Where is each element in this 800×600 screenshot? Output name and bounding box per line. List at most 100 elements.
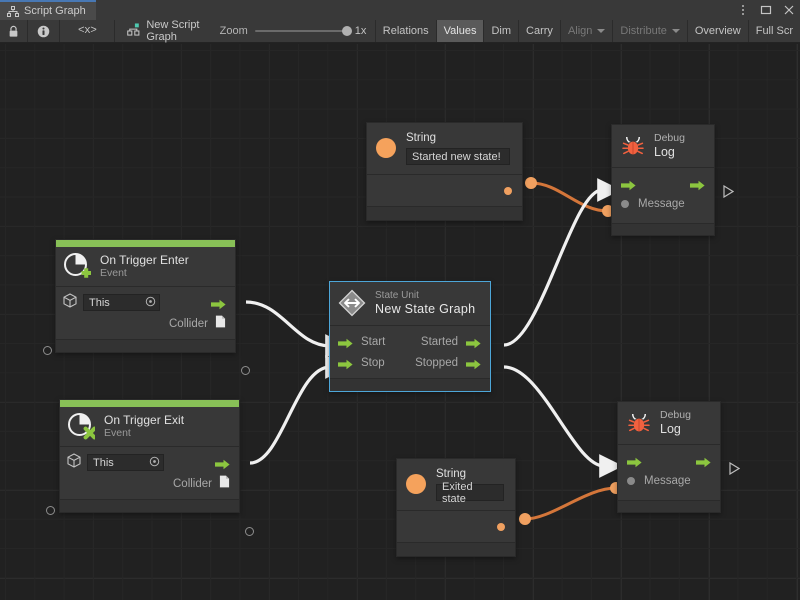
zoom-value: 1x	[354, 25, 367, 37]
edge-trigger-enter-to-state-start	[245, 300, 350, 358]
collider-doc-icon[interactable]	[219, 475, 230, 493]
event-enter-icon	[63, 252, 91, 280]
target-object-value: This	[89, 296, 110, 309]
flow-arrow-out-icon[interactable]	[696, 455, 711, 467]
node-header[interactable]: On Trigger Enter Event	[56, 247, 235, 287]
node-debug-log-bottom[interactable]: Debug Log Message	[617, 401, 721, 513]
trigger-exit-collider-output-port[interactable]	[245, 527, 254, 536]
close-icon[interactable]	[782, 3, 796, 17]
flow-row	[627, 453, 711, 467]
lock-button[interactable]	[0, 20, 28, 42]
target-object-field[interactable]: This	[83, 294, 160, 311]
string-value-field[interactable]: Started new state!	[406, 148, 510, 165]
node-kind-label: State Unit	[375, 289, 419, 301]
flow-arrow-out-icon[interactable]	[690, 178, 705, 190]
tool-overview[interactable]: Overview	[686, 20, 748, 42]
node-header[interactable]: String Exited state	[397, 459, 515, 511]
edge-endpoint-dot	[519, 513, 531, 525]
tool-fullscreen[interactable]: Full Scr	[747, 20, 800, 42]
kebab-menu-icon[interactable]	[736, 3, 750, 17]
tool-dim[interactable]: Dim	[483, 20, 518, 42]
zoom-slider[interactable]	[254, 26, 352, 36]
tool-align[interactable]: Align	[559, 20, 612, 42]
target-object-value: This	[93, 456, 114, 469]
tool-values[interactable]: Values	[435, 20, 484, 42]
graph-name-display[interactable]: New Script Graph	[115, 19, 211, 43]
message-input-port[interactable]	[621, 200, 629, 208]
event-exit-icon	[67, 412, 97, 440]
node-debug-log-top[interactable]: Debug Log	[611, 124, 715, 236]
trigger-enter-collider-output-port[interactable]	[241, 366, 250, 375]
message-row: Message	[621, 194, 705, 214]
node-on-trigger-exit[interactable]: On Trigger Exit Event This	[59, 399, 240, 513]
node-header[interactable]: On Trigger Exit Event	[60, 407, 239, 447]
object-picker-icon[interactable]	[145, 296, 156, 310]
node-string-top[interactable]: String Started new state!	[366, 122, 523, 221]
bug-icon	[621, 134, 645, 158]
flow-arrow-in-icon[interactable]	[627, 455, 642, 467]
gameobject-icon	[63, 292, 77, 313]
tool-values-label: Values	[443, 25, 477, 37]
collider-doc-icon[interactable]	[215, 315, 226, 333]
flow-arrow-out-icon[interactable]	[466, 336, 481, 349]
node-subtitle: Event	[100, 266, 127, 279]
tool-relations[interactable]: Relations	[374, 20, 436, 42]
node-subtitle: Event	[104, 426, 131, 439]
port-label-stopped: Stopped	[415, 356, 458, 369]
node-state-unit[interactable]: State Unit New State Graph Start Started	[329, 281, 491, 392]
flow-row	[621, 176, 705, 190]
edge-string-top-to-log-message	[530, 181, 609, 213]
flow-arrow-out-icon[interactable]	[211, 297, 226, 310]
tool-carry[interactable]: Carry	[518, 20, 560, 42]
trigger-enter-input-port[interactable]	[43, 346, 52, 355]
node-body	[397, 511, 515, 542]
edge-state-stopped-to-log-bottom	[503, 365, 624, 478]
flow-arrow-in-icon[interactable]	[621, 178, 636, 190]
node-on-trigger-enter[interactable]: On Trigger Enter Event This	[55, 239, 236, 353]
code-view-button[interactable]: <x>	[60, 20, 116, 42]
tool-fullscreen-label: Full Scr	[755, 25, 793, 37]
node-title: String	[406, 132, 437, 144]
tool-align-label: Align	[567, 25, 593, 37]
string-value-text: Exited state	[442, 480, 473, 505]
object-picker-icon[interactable]	[149, 456, 160, 470]
node-footer	[618, 500, 720, 512]
zoom-label: Zoom	[219, 25, 248, 37]
node-title: String	[436, 468, 467, 480]
message-input-port[interactable]	[627, 477, 635, 485]
bug-icon	[627, 411, 651, 435]
node-string-bottom[interactable]: String Exited state	[396, 458, 516, 557]
node-body: Message	[612, 168, 714, 223]
node-header[interactable]: String Started new state!	[367, 123, 522, 175]
state-unit-icon	[338, 289, 366, 317]
info-button[interactable]	[28, 20, 60, 42]
flow-arrow-out-icon[interactable]	[466, 357, 481, 370]
maximize-icon[interactable]	[759, 3, 773, 17]
debug-log-bottom-output-flow-port[interactable]	[729, 462, 740, 475]
tool-distribute[interactable]: Distribute	[612, 20, 686, 42]
debug-log-top-output-flow-port[interactable]	[723, 185, 734, 198]
node-title: On Trigger Enter	[100, 252, 189, 267]
flow-arrow-in-icon[interactable]	[338, 336, 353, 349]
string-value-field[interactable]: Exited state	[436, 481, 504, 505]
node-footer	[330, 378, 490, 391]
node-title-line2: Log	[654, 145, 675, 159]
target-object-field[interactable]: This	[87, 454, 164, 471]
message-label: Message	[644, 475, 691, 487]
flow-arrow-in-icon[interactable]	[338, 357, 353, 370]
tab-script-graph[interactable]: Script Graph	[0, 0, 96, 20]
node-header[interactable]: Debug Log	[618, 402, 720, 445]
node-header[interactable]: Debug Log	[612, 125, 714, 168]
node-footer	[56, 339, 235, 352]
info-icon	[37, 25, 50, 37]
graph-canvas[interactable]: String Started new state!	[0, 44, 800, 600]
node-body: Message	[618, 445, 720, 500]
flow-arrow-out-icon[interactable]	[215, 457, 230, 470]
string-output-port[interactable]	[504, 187, 512, 195]
trigger-exit-input-port[interactable]	[46, 506, 55, 515]
node-header[interactable]: State Unit New State Graph	[330, 282, 490, 326]
string-output-port[interactable]	[497, 523, 505, 531]
chevron-down-icon	[597, 29, 606, 33]
node-title-line2: Log	[660, 422, 681, 436]
zoom-slider-handle[interactable]	[341, 26, 352, 36]
